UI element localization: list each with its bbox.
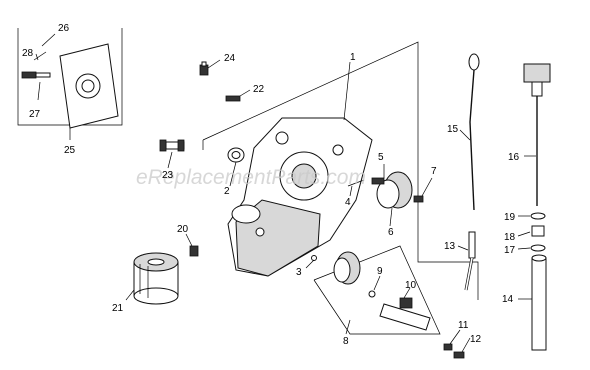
watermark: eReplacementParts.com: [136, 166, 366, 189]
label-15: 15: [447, 124, 459, 135]
label-17: 17: [504, 245, 516, 256]
ring-19: [530, 212, 546, 220]
tube-14: [531, 254, 547, 351]
label-2: 2: [224, 186, 230, 197]
label-9: 9: [377, 266, 383, 277]
label-24: 24: [224, 53, 236, 64]
label-8: 8: [343, 336, 349, 347]
dipstick-tube-13: [464, 231, 476, 291]
o-ring-17: [530, 244, 546, 252]
label-14: 14: [502, 294, 514, 305]
oil-pump-box: [313, 245, 441, 335]
label-19: 19: [504, 212, 516, 223]
label-11: 11: [458, 320, 469, 331]
label-20: 20: [177, 224, 189, 235]
part-labels: 26 28 27 25 24 22 23 2 1 4 5 6 7 20 3 9 …: [22, 23, 520, 347]
elbow-fitting: [159, 139, 185, 152]
label-12: 12: [470, 334, 482, 345]
label-26: 26: [58, 23, 70, 34]
o-ring-3: [311, 255, 317, 261]
label-21: 21: [112, 303, 124, 314]
label-10: 10: [405, 280, 417, 291]
label-18: 18: [504, 232, 516, 243]
governor-gear: [371, 171, 413, 209]
label-6: 6: [388, 227, 394, 238]
screw-22: [225, 95, 241, 102]
label-3: 3: [296, 267, 302, 278]
filter-fitting: [189, 245, 199, 257]
plug-24: [199, 61, 209, 76]
label-25: 25: [64, 145, 76, 156]
label-22: 22: [253, 84, 265, 95]
label-28: 28: [22, 48, 34, 59]
label-13: 13: [444, 241, 456, 252]
screw-27: [21, 71, 37, 79]
bolt-7: [413, 195, 424, 203]
crankcase-cover: [227, 117, 373, 277]
label-27: 27: [29, 109, 41, 120]
label-16: 16: [508, 152, 520, 163]
dipstick: [468, 53, 480, 211]
label-7: 7: [431, 166, 437, 177]
oil-filter: [133, 252, 179, 305]
label-1: 1: [350, 52, 356, 63]
screw-11: [443, 343, 453, 351]
screw-12: [453, 351, 465, 359]
gasket-plate-box: [17, 28, 123, 129]
label-23: 23: [162, 170, 174, 181]
label-4: 4: [345, 197, 351, 208]
label-5: 5: [378, 152, 384, 163]
leader-lines: [35, 33, 536, 353]
nut-18: [531, 225, 545, 237]
crankcase-cover-box: [202, 41, 479, 300]
dipstick-16: [523, 63, 551, 206]
